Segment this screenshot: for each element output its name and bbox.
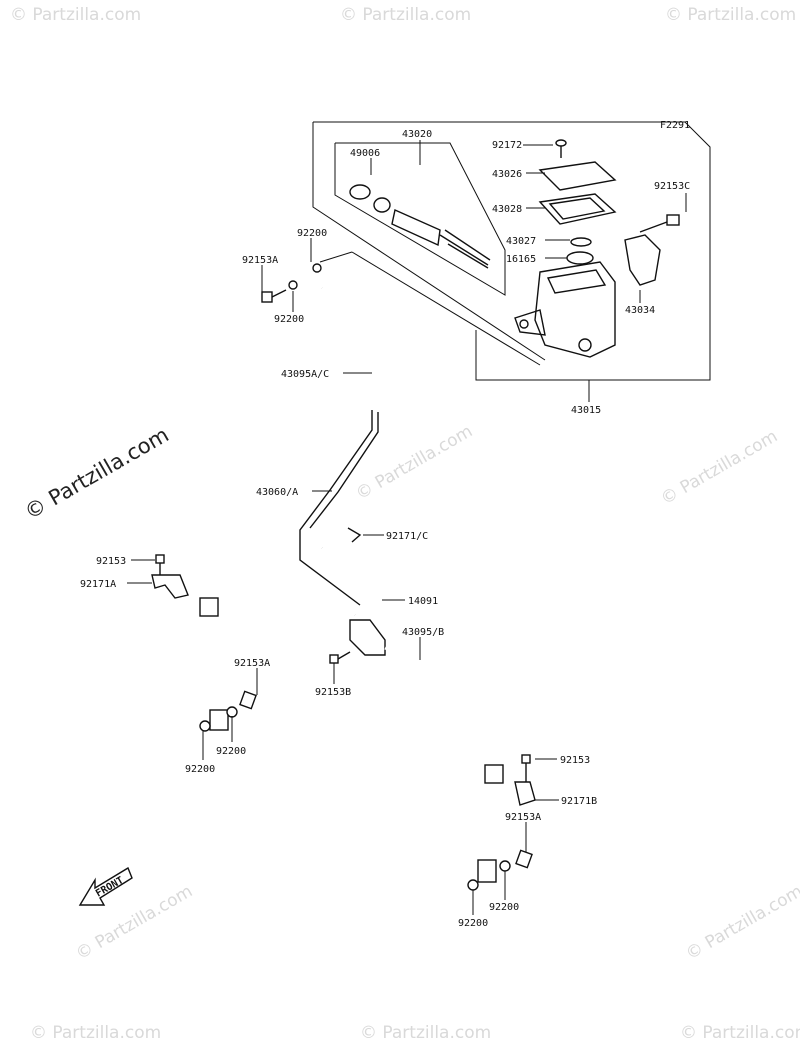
label-92172: 92172 [492,140,522,151]
label-92200: 92200 [185,764,215,775]
clamp-92171B [514,781,536,806]
label-92171A: 92171A [80,579,116,590]
washer-92200 [499,860,511,872]
hose-14091 [321,547,376,602]
watermark-small: © Partzilla.com [665,5,796,25]
clamp-92171A [151,574,189,599]
assembly-frame-43015 [313,121,711,381]
brake-pipe-43060A [299,410,373,606]
watermark-small: © Partzilla.com [340,5,471,25]
washer-92200 [467,879,479,891]
banjo-bolt-92153A-top [261,289,287,303]
label-92153: 92153 [560,755,590,766]
front-arrow: FRONT [78,866,133,906]
grommet-right [484,764,504,784]
label-92171C: 92171/C [386,531,428,542]
part-labels: 43020 92172 49006 43026 92153C 43028 922… [80,129,690,929]
label-43020: 43020 [402,129,432,140]
watermark-small: © Partzilla.com [30,1023,161,1043]
label-43095AC: 43095A/C [281,369,329,380]
watermarks: © Partzilla.com © Partzilla.com © Partzi… [10,5,800,1043]
watermark-main: © Partzilla.com [21,423,173,525]
label-92171B: 92171B [561,796,597,807]
watermark-small: © Partzilla.com [680,1023,800,1043]
label-92200: 92200 [489,902,519,913]
washer-92200 [312,263,322,273]
piston-kit-frame-43020 [334,142,506,296]
label-43060A: 43060/A [256,487,298,498]
callout-leaders [127,140,687,915]
washer-92200 [226,706,238,718]
screw-92172 [555,139,567,158]
master-cylinder-body [514,251,616,358]
label-92153A: 92153A [234,658,270,669]
brake-pipe-43060A-edge [309,412,379,529]
leader-line [319,251,353,263]
label-49006: 49006 [350,148,380,159]
label-92200: 92200 [274,314,304,325]
brake-hose-right [384,647,496,861]
label-43095B: 43095/B [402,627,444,638]
bolt-92153-right [521,754,531,782]
label-92153B: 92153B [315,687,351,698]
watermark-small: © Partzilla.com [10,5,141,25]
label-14091: 14091 [408,596,438,607]
bolt-92153B [329,651,351,664]
watermark-small: © Partzilla.com [658,426,782,509]
label-92200: 92200 [216,746,246,757]
label-16165: 16165 [506,254,536,265]
label-43034: 43034 [625,305,655,316]
leader-line [351,251,541,366]
banjo-bolt-92153A-right [515,849,533,869]
bolt-92153-left [155,554,165,575]
grommet-left [199,597,219,617]
piston-kit-49006 [349,184,491,269]
reservoir-cap-43026 [538,161,617,191]
label-92153A: 92153A [505,812,541,823]
label-43027: 43027 [506,236,536,247]
washer-92200 [288,280,298,290]
brake-hose-upper [321,287,373,385]
assembly-frame-edge [312,122,546,361]
banjo-left [209,709,229,731]
cap-16165 [566,251,594,265]
label-43015: 43015 [571,405,601,416]
label-92200: 92200 [297,228,327,239]
watermark-small: © Partzilla.com [683,881,800,964]
label-92153A: 92153A [242,255,278,266]
washer-92200 [199,720,211,732]
diaphragm-inner [548,197,606,220]
plate-43027 [570,237,592,247]
watermark-small: © Partzilla.com [353,421,477,504]
watermark-small: © Partzilla.com [360,1023,491,1043]
label-43026: 43026 [492,169,522,180]
figure-code: F2291 [660,120,690,131]
holder-43034 [624,234,661,286]
banjo-right [477,859,497,883]
banjo-bolt-92153A-left [239,690,257,710]
label-92153C: 92153C [654,181,690,192]
bolt-92153C [639,214,680,233]
label-43028: 43028 [492,204,522,215]
diaphragm-43028 [538,193,617,225]
junction-block [349,619,386,656]
label-92153: 92153 [96,556,126,567]
clamp-92171C [347,527,362,543]
label-92200: 92200 [458,918,488,929]
